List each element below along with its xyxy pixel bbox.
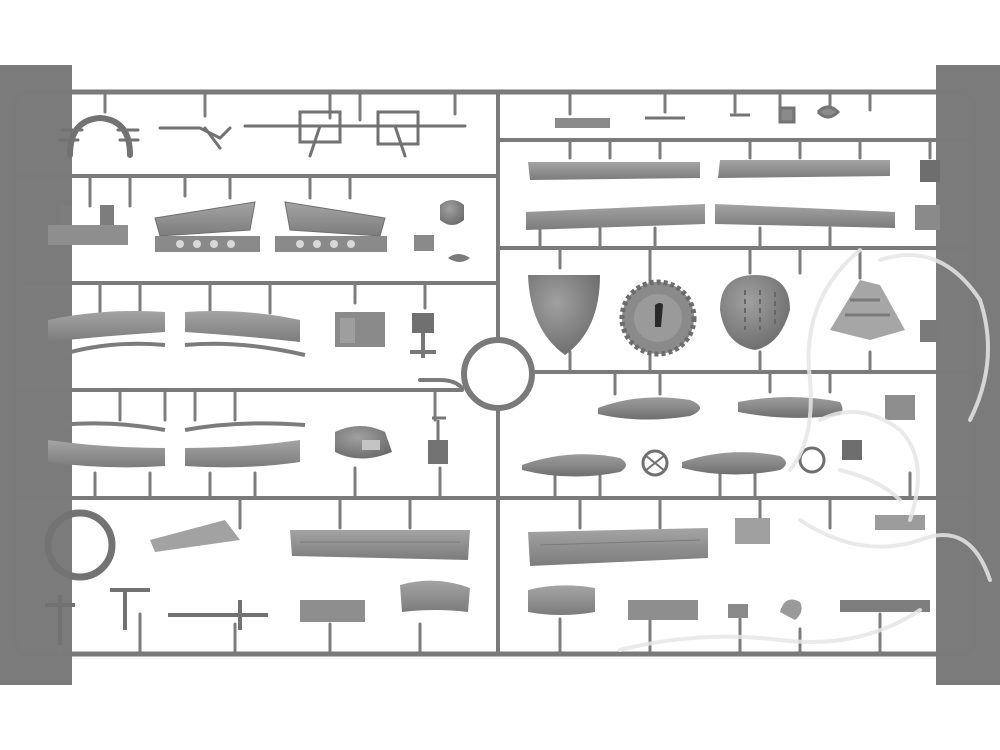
stylized-face-watermark-icon — [618, 248, 992, 652]
row2-left-parts — [48, 200, 470, 262]
row2-right-parts — [526, 160, 940, 230]
row3-left-parts — [48, 311, 436, 358]
row5-right-parts — [528, 515, 930, 620]
row3-right-parts — [528, 275, 940, 357]
right-side-band — [936, 65, 1000, 685]
left-side-band — [0, 65, 72, 685]
row1-right-parts — [555, 105, 841, 128]
row5-left-parts — [44, 509, 470, 645]
row4-left-parts — [48, 416, 448, 468]
row4-right-parts — [522, 395, 915, 477]
gates — [58, 92, 932, 656]
row1-left-parts — [58, 110, 467, 158]
